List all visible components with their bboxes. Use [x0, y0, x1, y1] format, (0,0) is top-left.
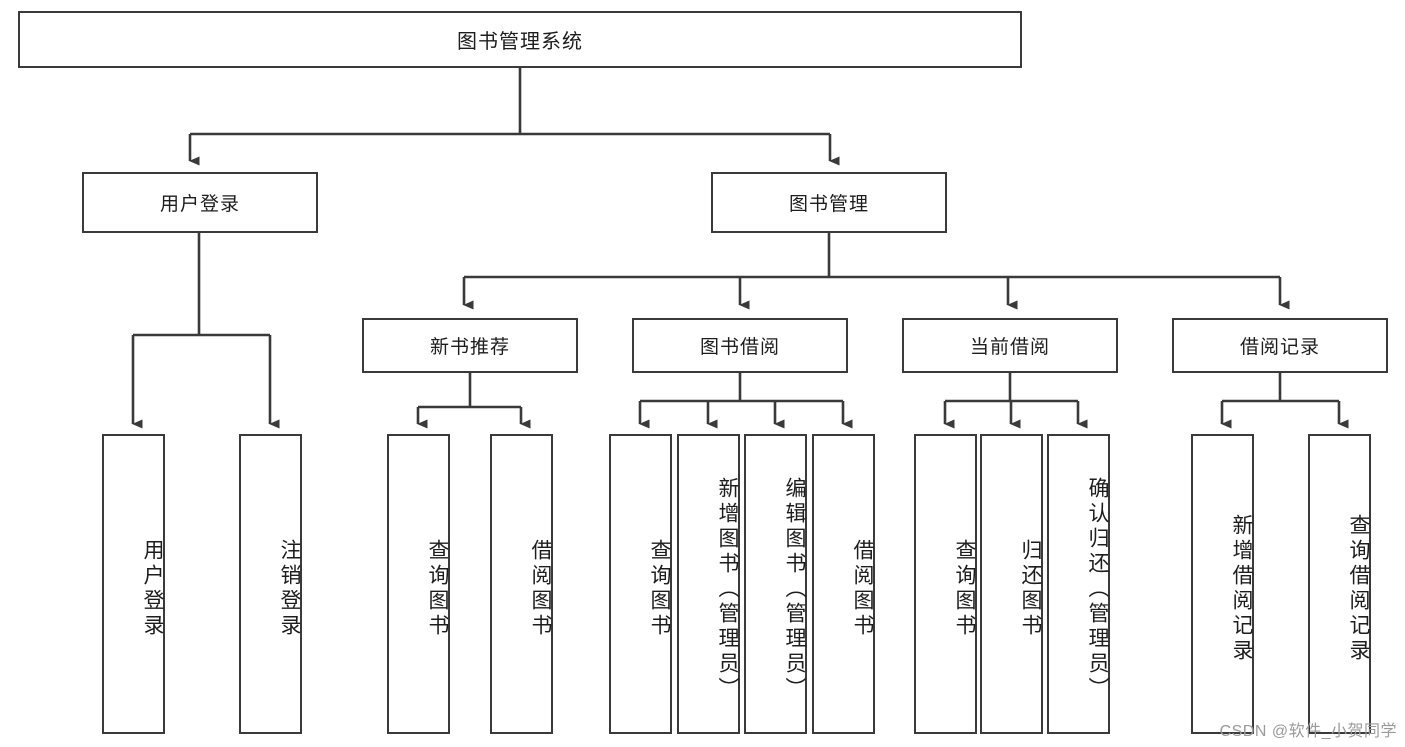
node-book-manage-label: 图书管理 — [788, 194, 869, 215]
node-book-manage[interactable]: 图书管理 — [711, 172, 947, 233]
leaf-query-book-2-label: 查询图书 — [648, 539, 671, 639]
leaf-query-book-1-label: 查询图书 — [426, 539, 449, 639]
leaf-return-book[interactable]: 归还图书 — [980, 434, 1043, 734]
leaf-query-record-label: 查询借阅记录 — [1347, 514, 1370, 664]
leaf-confirm-return[interactable]: 确认归还（管理员） — [1047, 434, 1110, 734]
leaf-query-book-2[interactable]: 查询图书 — [609, 434, 672, 734]
leaf-user-login[interactable]: 用户登录 — [102, 434, 165, 734]
leaf-borrow-book-2[interactable]: 借阅图书 — [812, 434, 875, 734]
node-book-borrow-label: 图书借阅 — [699, 337, 780, 358]
node-borrow-record-label: 借阅记录 — [1239, 337, 1320, 358]
leaf-edit-book-label: 编辑图书（管理员） — [783, 476, 806, 702]
node-user-login[interactable]: 用户登录 — [82, 172, 318, 233]
node-user-login-label: 用户登录 — [159, 194, 240, 215]
leaf-query-book-1[interactable]: 查询图书 — [387, 434, 450, 734]
node-current-borrow[interactable]: 当前借阅 — [902, 318, 1118, 373]
node-current-borrow-label: 当前借阅 — [969, 337, 1050, 358]
node-new-book-recommend-label: 新书推荐 — [429, 337, 510, 358]
leaf-add-record-label: 新增借阅记录 — [1230, 514, 1253, 664]
node-book-borrow[interactable]: 图书借阅 — [632, 318, 848, 373]
leaf-user-login-label: 用户登录 — [141, 539, 164, 639]
leaf-return-book-label: 归还图书 — [1019, 539, 1042, 639]
leaf-query-record[interactable]: 查询借阅记录 — [1308, 434, 1371, 734]
node-new-book-recommend[interactable]: 新书推荐 — [362, 318, 578, 373]
leaf-edit-book[interactable]: 编辑图书（管理员） — [744, 434, 807, 734]
leaf-confirm-return-label: 确认归还（管理员） — [1086, 476, 1109, 702]
node-root-label: 图书管理系统 — [457, 31, 583, 53]
leaf-add-book[interactable]: 新增图书（管理员） — [677, 434, 740, 734]
node-borrow-record[interactable]: 借阅记录 — [1172, 318, 1388, 373]
leaf-user-logout[interactable]: 注销登录 — [239, 434, 302, 734]
leaf-borrow-book-1[interactable]: 借阅图书 — [490, 434, 553, 734]
leaf-borrow-book-2-label: 借阅图书 — [851, 539, 874, 639]
leaf-add-book-label: 新增图书（管理员） — [716, 476, 739, 702]
leaf-user-logout-label: 注销登录 — [278, 539, 301, 639]
leaf-query-book-3[interactable]: 查询图书 — [914, 434, 977, 734]
leaf-borrow-book-1-label: 借阅图书 — [529, 539, 552, 639]
leaf-query-book-3-label: 查询图书 — [953, 539, 976, 639]
node-root[interactable]: 图书管理系统 — [18, 11, 1022, 68]
leaf-add-record[interactable]: 新增借阅记录 — [1191, 434, 1254, 734]
